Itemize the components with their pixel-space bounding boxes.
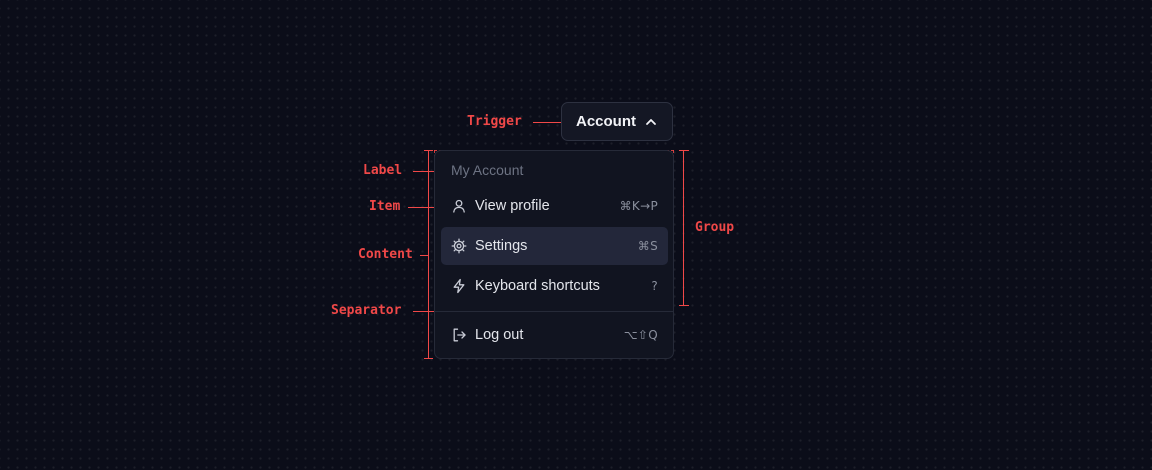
menu-label: My Account xyxy=(451,162,524,178)
annotation-label: Label xyxy=(363,163,403,178)
annotation-trigger-line xyxy=(533,122,564,123)
group-bracket-bottom xyxy=(679,305,689,306)
menu-item-label: Log out xyxy=(475,327,524,343)
user-icon xyxy=(451,198,467,214)
menu-item-view-profile[interactable]: View profile ⌘K→P xyxy=(441,187,668,225)
content-bracket-bottom xyxy=(424,358,433,359)
annotation-separator-line xyxy=(413,311,443,312)
lightning-icon xyxy=(451,278,467,294)
menu-item-label: Settings xyxy=(475,238,528,254)
annotation-item: Item xyxy=(369,199,401,214)
dropdown-menu-content: My Account View profile ⌘K→P Settings ⌘S xyxy=(434,150,674,359)
menu-item-label: Keyboard shortcuts xyxy=(475,278,600,294)
chevron-up-icon xyxy=(644,115,658,129)
group-bracket-top xyxy=(679,150,689,151)
group-bracket-spine xyxy=(683,150,684,306)
menu-item-settings[interactable]: Settings ⌘S xyxy=(441,227,668,265)
menu-item-keyboard-shortcuts[interactable]: Keyboard shortcuts ? xyxy=(441,267,668,305)
menu-item-shortcut: ⌥⇧Q xyxy=(623,328,658,342)
menu-item-shortcut: ? xyxy=(651,279,658,293)
menu-separator xyxy=(435,311,673,312)
menu-item-shortcut: ⌘S xyxy=(637,239,658,253)
annotation-content: Content xyxy=(358,247,413,262)
annotation-trigger: Trigger xyxy=(467,114,522,129)
account-trigger-button[interactable]: Account xyxy=(561,102,673,141)
annotation-separator: Separator xyxy=(331,303,402,318)
menu-item-log-out[interactable]: Log out ⌥⇧Q xyxy=(441,316,668,354)
content-bracket-top xyxy=(424,150,433,151)
annotation-group: Group xyxy=(695,220,735,235)
menu-item-shortcut: ⌘K→P xyxy=(619,199,658,213)
menu-item-label: View profile xyxy=(475,198,550,214)
content-bracket-spine xyxy=(428,150,429,359)
logout-icon xyxy=(451,327,467,343)
annotation-content-line xyxy=(420,255,428,256)
annotation-item-line xyxy=(408,207,440,208)
gear-icon xyxy=(451,238,467,254)
trigger-label: Account xyxy=(576,113,636,130)
